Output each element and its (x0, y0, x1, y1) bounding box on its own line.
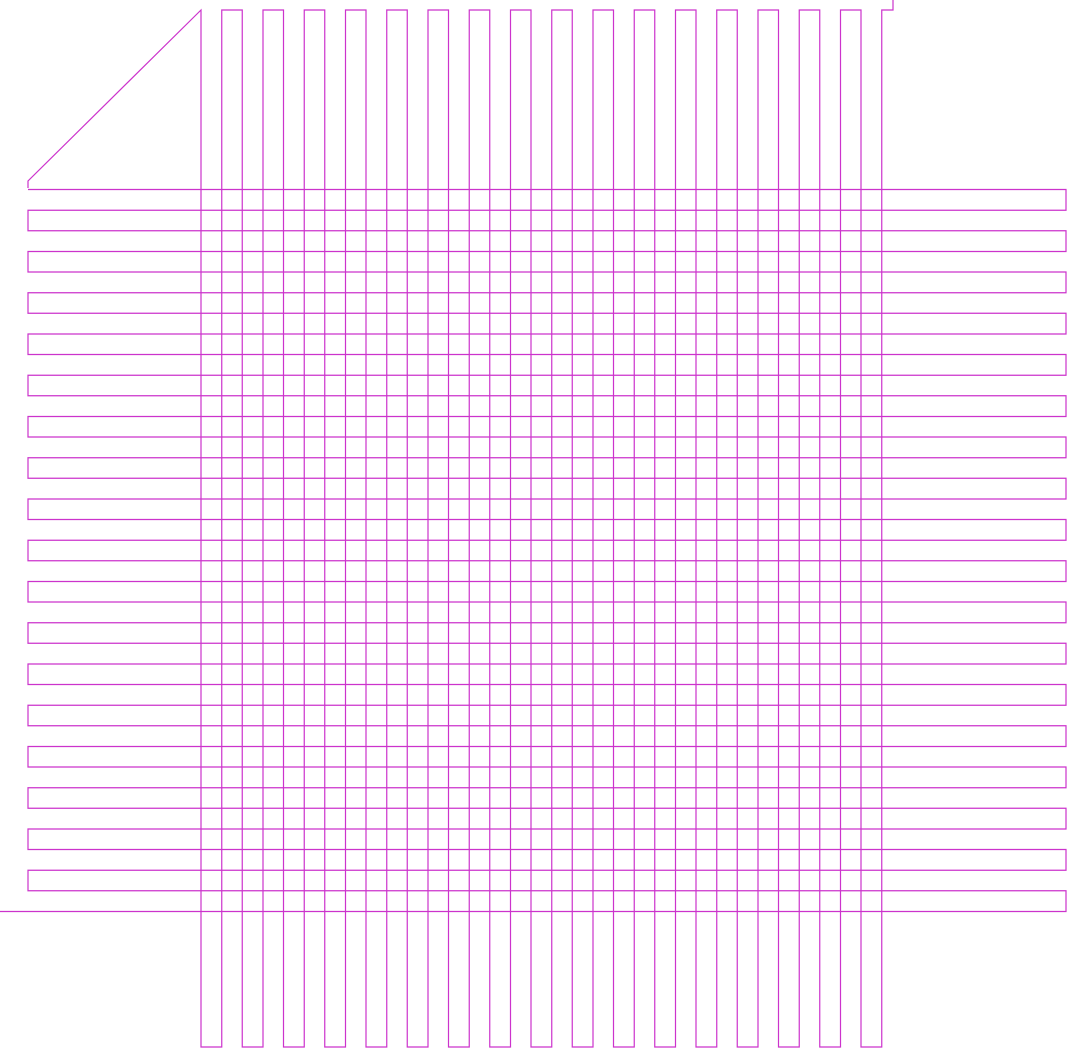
vertical-serpentine-trace (27, 0, 894, 1048)
horizontal-serpentine-trace (0, 188, 1067, 913)
trace-layer (0, 0, 1067, 1048)
